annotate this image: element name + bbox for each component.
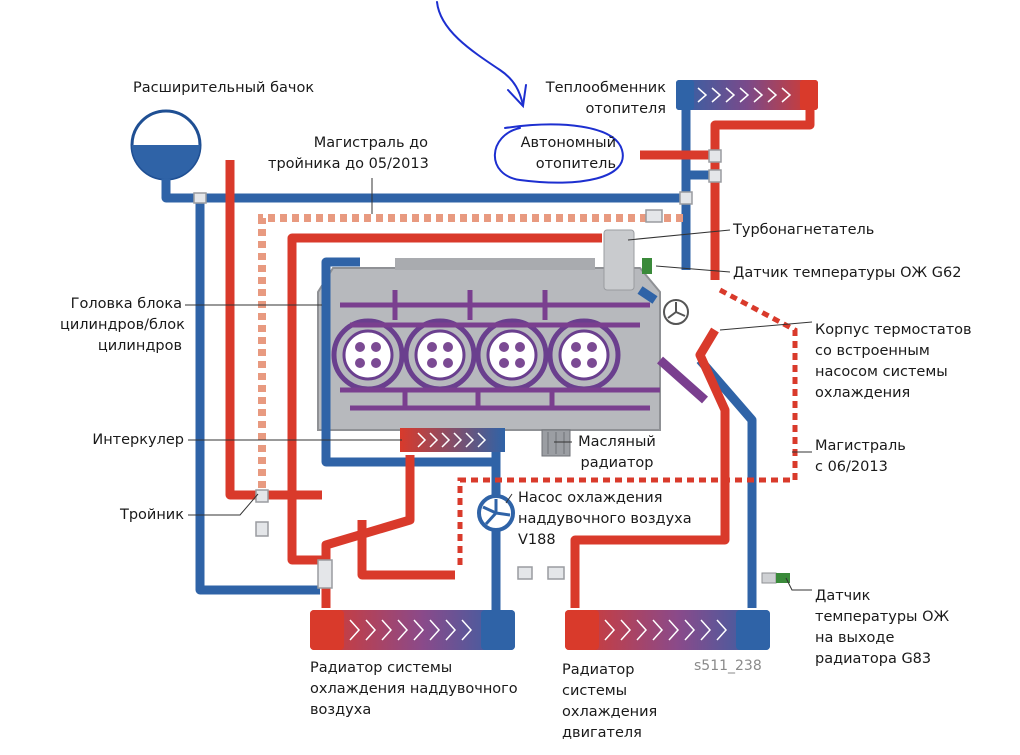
intercooler-label: Интеркулер [92, 432, 184, 448]
hand-drawn-annotation [436, 1, 624, 184]
tee-label: Тройник [119, 507, 184, 523]
cylinders [331, 318, 621, 392]
figure-code: s511_238 [694, 658, 762, 674]
thermostat-pump [663, 299, 689, 325]
pump-v188 [477, 494, 515, 532]
sensor-g83-icon [761, 572, 790, 584]
engine-radiator [565, 610, 770, 650]
valve-holes [355, 342, 597, 368]
engine-internal-passages [340, 290, 660, 411]
leader-lines [185, 178, 813, 591]
intercooler-unit [400, 428, 505, 452]
expansion-tank-label: Расширительный бачок [133, 80, 315, 96]
oil-cooler [541, 429, 571, 457]
charge-air-radiator [310, 610, 515, 650]
sensor-g62-label: Датчик температуры ОЖ G62 [733, 265, 962, 281]
coolant-dashed-lines [258, 214, 798, 570]
coolant-cold-lines [161, 100, 757, 615]
sensor-g62-icon [642, 258, 652, 274]
heater-heat-exchanger [676, 80, 818, 110]
coolant-mixed-line [657, 356, 708, 404]
expansion-tank [130, 109, 202, 181]
tee-fittings [193, 149, 722, 589]
turbocharger-label: Турбонагнетатель [733, 222, 875, 238]
